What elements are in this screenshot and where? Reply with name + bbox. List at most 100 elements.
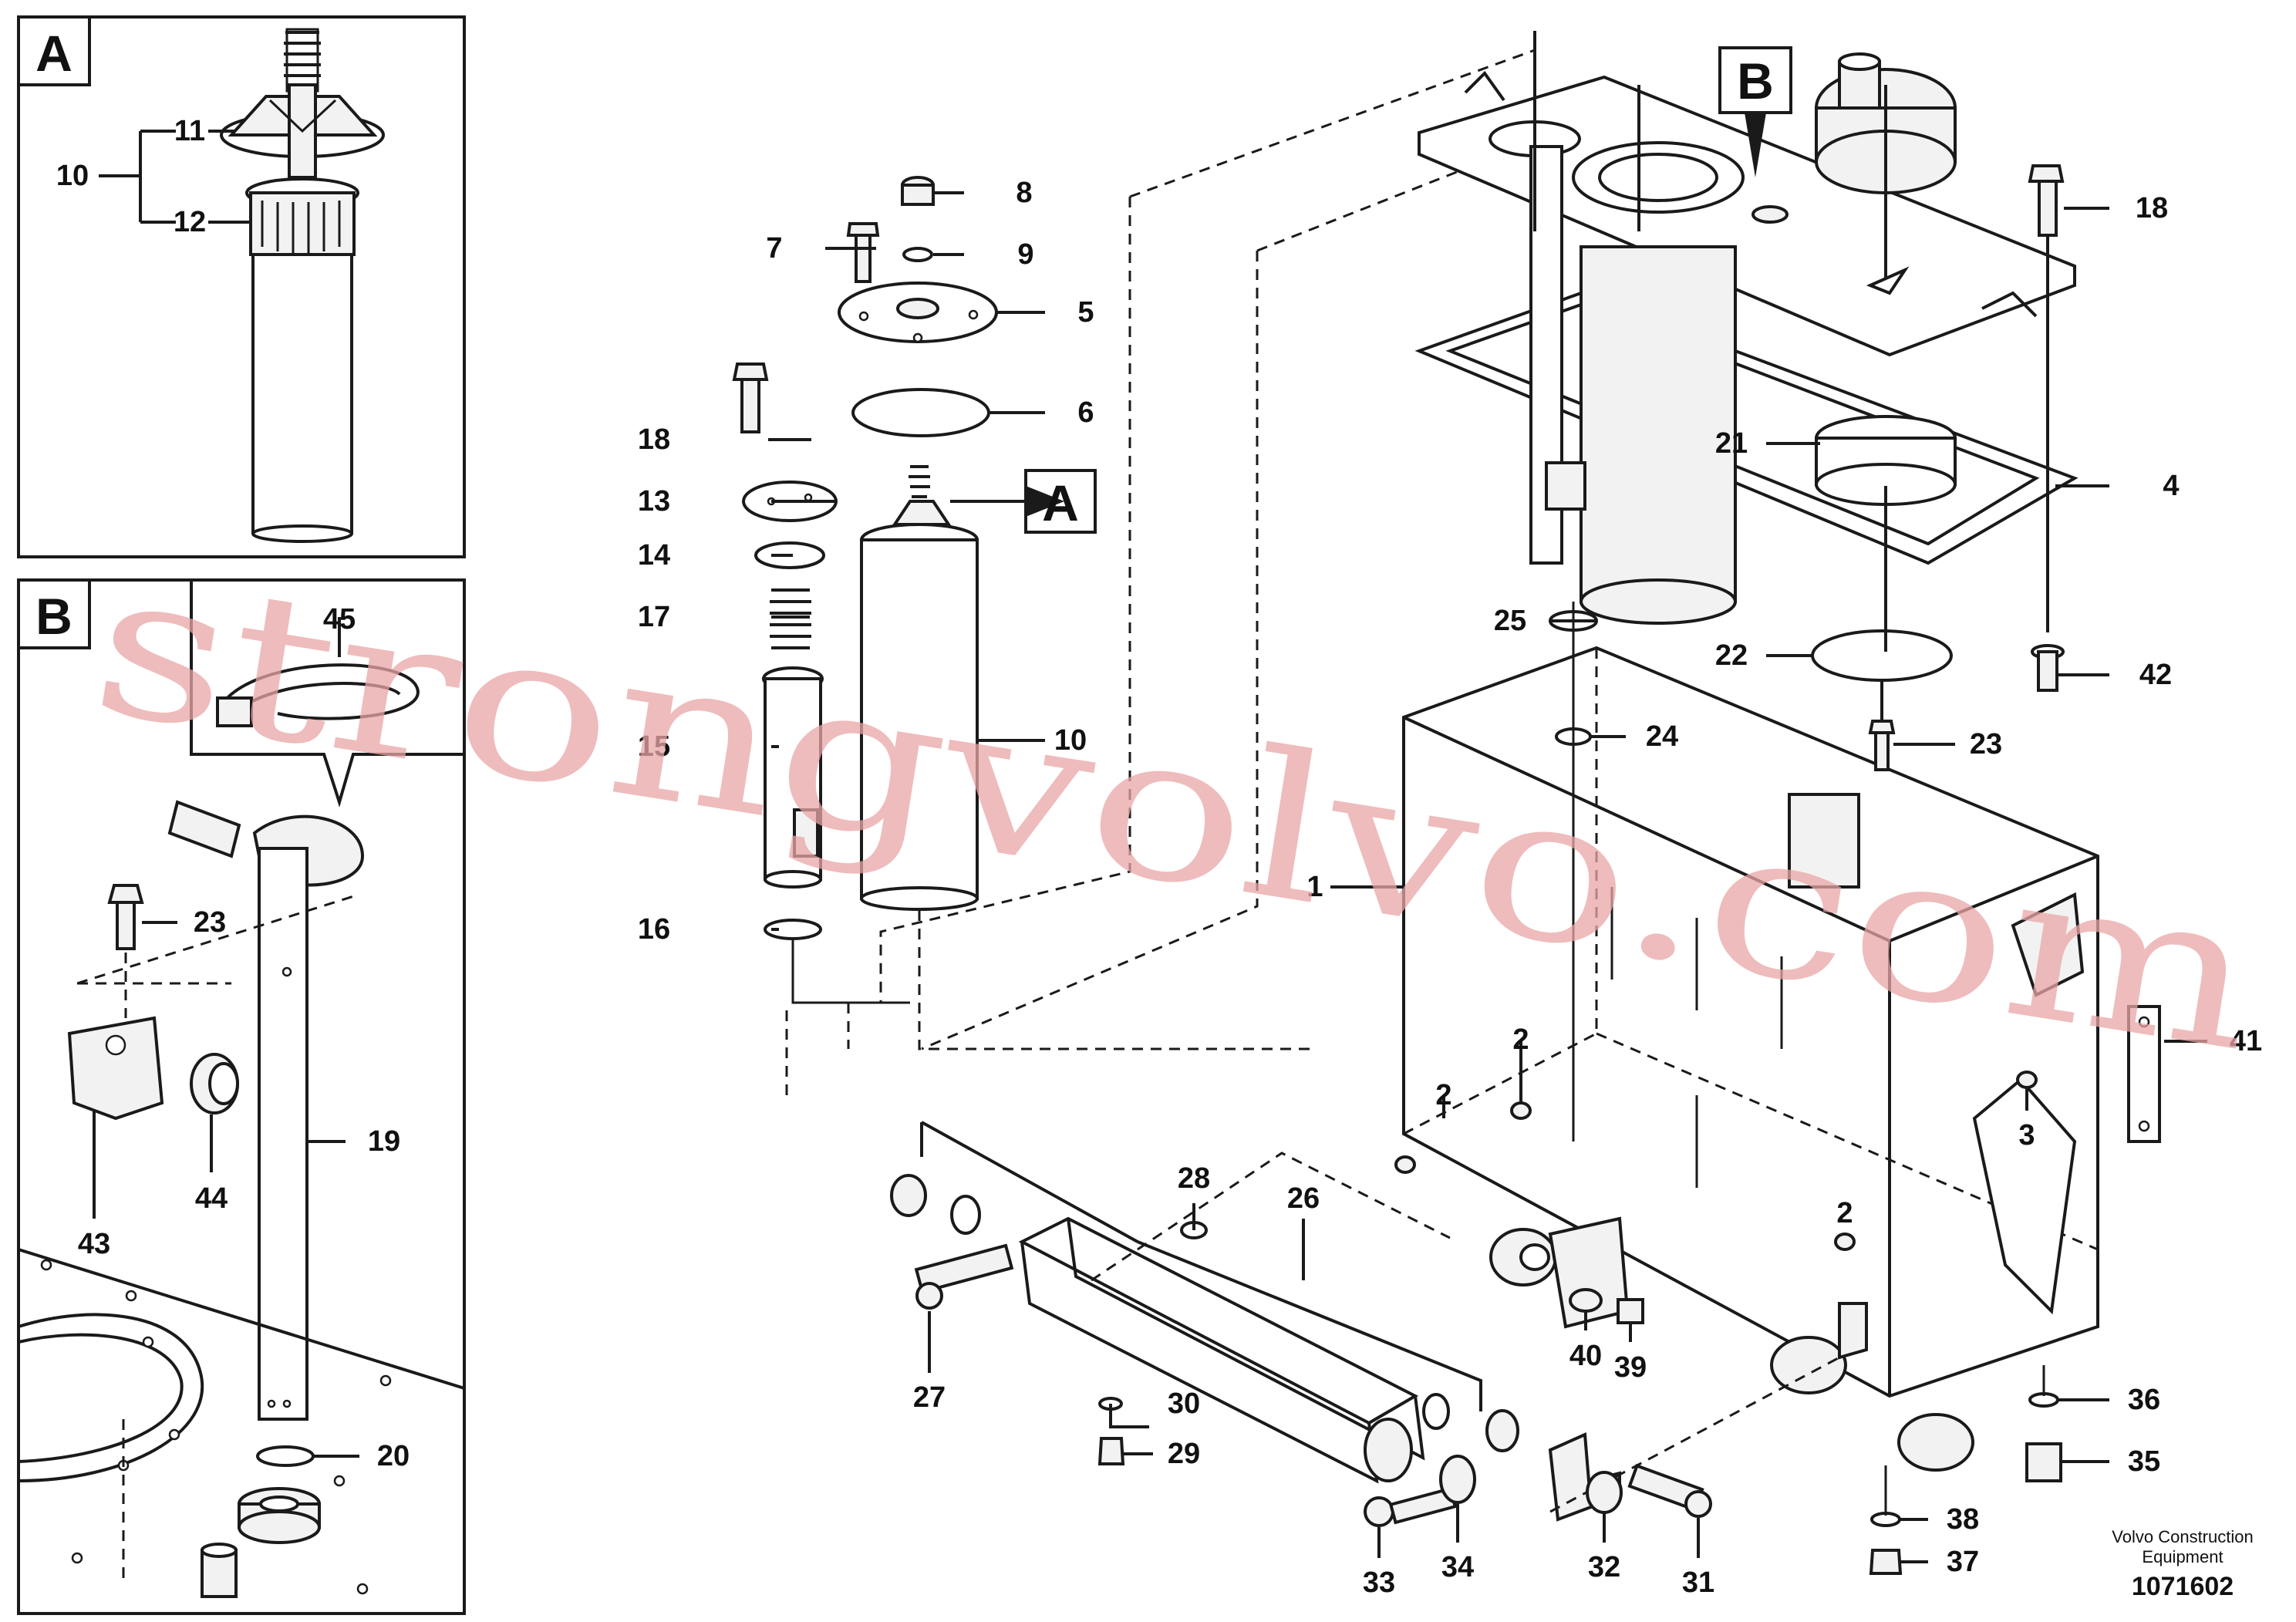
inset-a-frame <box>17 15 466 558</box>
callout-23-inset: 23 <box>194 906 226 939</box>
leader-lines <box>768 191 2207 1563</box>
callout-39: 39 <box>1614 1351 1647 1384</box>
cable-tie-callout-box <box>190 580 464 808</box>
nut-part <box>190 1053 239 1114</box>
drain-axis-lines <box>1884 1365 2045 1516</box>
spring-part <box>284 28 321 93</box>
pointer-b-label: B <box>1737 52 1774 110</box>
baffle-21 <box>1815 415 1957 506</box>
plug-35 <box>2025 1442 2062 1482</box>
footer-line-2: Equipment <box>2142 1547 2223 1566</box>
plug-29 <box>1097 1437 1125 1465</box>
callout-5: 5 <box>1077 296 1094 329</box>
callout-45: 45 <box>323 603 356 636</box>
pointer-a: A <box>950 469 1097 534</box>
callout-23: 23 <box>1970 728 2002 760</box>
bracket-part <box>67 1016 164 1121</box>
o-ring-part <box>256 1445 315 1467</box>
spring-17 <box>770 588 811 649</box>
callout-28: 28 <box>1178 1162 1210 1195</box>
callout-41: 41 <box>2230 1025 2262 1057</box>
callout-43: 43 <box>78 1228 110 1260</box>
suction-tube-part <box>258 847 308 1421</box>
callout-24: 24 <box>1646 720 1678 753</box>
bolt-18-right <box>2028 164 2065 237</box>
cover-plate-5 <box>838 282 998 343</box>
filter-element-part <box>245 177 359 543</box>
callout-33: 33 <box>1363 1566 1395 1599</box>
callout-32: 32 <box>1588 1551 1620 1583</box>
callout-18-left: 18 <box>638 423 670 456</box>
footer-line-1: Volvo Construction <box>2112 1527 2253 1546</box>
callout-3: 3 <box>2018 1119 2035 1152</box>
inset-a: A 10 11 12 <box>17 15 466 558</box>
filter-cap-part <box>220 83 385 179</box>
washer-9 <box>902 247 933 262</box>
callout-20: 20 <box>377 1440 410 1472</box>
callout-19: 19 <box>368 1125 400 1158</box>
callout-10: 10 <box>1054 724 1087 757</box>
inset-a-label-box <box>17 15 91 86</box>
callout-37: 37 <box>1947 1546 1979 1578</box>
o-ring-14 <box>754 541 825 569</box>
pointer-a-label: A <box>1042 474 1079 531</box>
washer-part <box>238 1487 321 1544</box>
callout-25: 25 <box>1494 605 1526 637</box>
callout-30: 30 <box>1168 1388 1200 1420</box>
callout-27: 27 <box>913 1381 946 1414</box>
bushing-42 <box>2031 644 2065 692</box>
strainer-10 <box>860 465 1311 1050</box>
washer-32 <box>1586 1471 1623 1514</box>
callout-8: 8 <box>1016 177 1032 209</box>
screen-15 <box>762 666 824 889</box>
callout-38: 38 <box>1947 1503 1979 1536</box>
cable-tie-part <box>216 663 420 727</box>
spacer-part <box>201 1543 238 1598</box>
hydraulic-tank <box>1402 646 2099 1472</box>
pointer-b: B <box>1718 46 1792 177</box>
bolt-23-main <box>1868 720 1896 771</box>
callout-9: 9 <box>1017 238 1033 271</box>
bolt-8 <box>901 176 935 206</box>
inset-b-label-box <box>17 578 91 649</box>
callout-26: 26 <box>1287 1182 1320 1215</box>
callout-42: 42 <box>2139 659 2172 691</box>
inset-b-label: B <box>35 588 72 645</box>
callout-36: 36 <box>2128 1384 2160 1416</box>
footer-number: 1071602 <box>2132 1572 2234 1601</box>
o-ring-6 <box>851 388 990 437</box>
callout-4: 4 <box>2163 470 2179 502</box>
callout-18-right: 18 <box>2136 192 2168 224</box>
inset-b: B 45 19 23 <box>17 578 466 1615</box>
callout-21: 21 <box>1715 427 1748 460</box>
callout-22: 22 <box>1715 639 1748 672</box>
o-ring-16 <box>764 919 822 940</box>
callout-13: 13 <box>638 485 670 518</box>
callout-29: 29 <box>1168 1438 1200 1470</box>
callout-2a: 2 <box>1435 1079 1451 1111</box>
bracket-41 <box>2127 1005 2161 1143</box>
callout-15: 15 <box>638 730 670 763</box>
callout-12: 12 <box>174 206 206 238</box>
callout-7: 7 <box>766 232 782 265</box>
bolt-27 <box>914 1243 1014 1310</box>
callout-6: 6 <box>1077 396 1094 429</box>
tank-cover-plate-inset <box>18 1248 465 1595</box>
callout-16: 16 <box>638 913 670 946</box>
bushings-2-3 <box>1394 1071 2038 1251</box>
plug-37 <box>1869 1549 1903 1575</box>
bolt-31 <box>1627 1463 1712 1518</box>
spacer-34 <box>1439 1455 1476 1504</box>
callout-40: 40 <box>1569 1340 1602 1372</box>
callout-31: 31 <box>1682 1566 1714 1599</box>
inset-a-label: A <box>35 25 72 82</box>
callout-11: 11 <box>174 115 205 147</box>
callout-35: 35 <box>2128 1445 2160 1478</box>
bolt-33 <box>1364 1486 1458 1527</box>
footer: Volvo Construction Equipment 1071602 <box>2112 1527 2253 1601</box>
callout-2c: 2 <box>1836 1197 1853 1229</box>
callout-14: 14 <box>638 539 670 572</box>
callout-17: 17 <box>638 601 670 633</box>
bolt-7 <box>846 222 880 283</box>
